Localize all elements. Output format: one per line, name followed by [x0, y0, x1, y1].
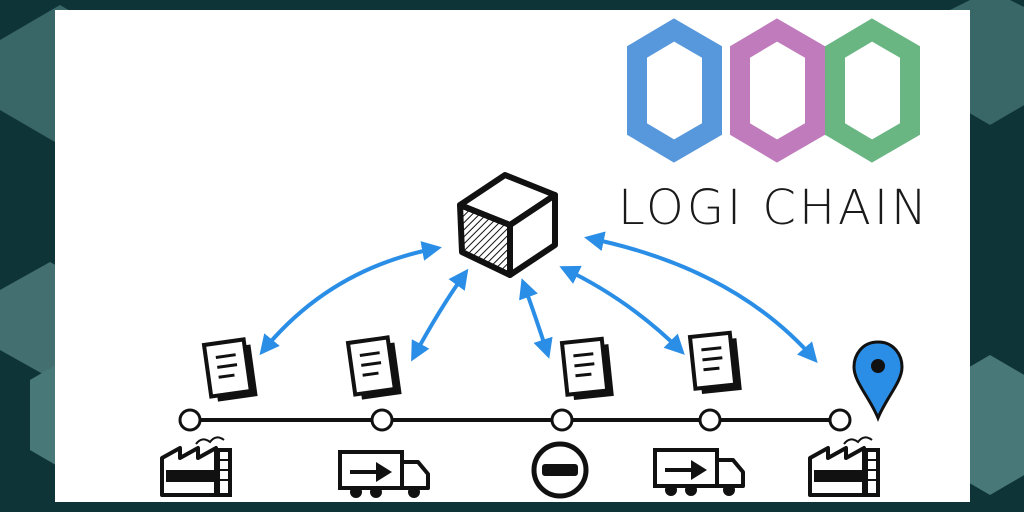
no-entry-icon — [531, 441, 589, 499]
document-icon — [345, 335, 402, 400]
brand-title: LOGI CHAIN — [618, 180, 930, 236]
factory-icon — [808, 436, 880, 497]
timeline-node — [370, 408, 394, 432]
logo-mark — [627, 18, 920, 163]
timeline-node — [698, 408, 722, 432]
document-icon — [559, 336, 614, 401]
factory-icon — [160, 436, 232, 497]
connection-arrows — [259, 231, 818, 364]
logo-hexagon-blue — [627, 18, 722, 163]
timeline-node — [178, 408, 202, 432]
logo-hexagon-green — [825, 18, 920, 163]
arrow-link-5 — [584, 231, 818, 364]
truck-icon — [338, 450, 430, 498]
location-pin-icon — [852, 340, 904, 423]
arrow-link-3 — [519, 278, 553, 359]
document-icon — [201, 337, 258, 402]
timeline — [178, 408, 852, 432]
timeline-node — [550, 408, 574, 432]
logo-hexagon-purple — [730, 18, 825, 163]
arrow-link-1 — [259, 241, 442, 356]
timeline-node — [828, 408, 852, 432]
truck-icon — [653, 448, 745, 496]
arrow-link-2 — [411, 268, 469, 362]
document-icon — [687, 330, 742, 395]
block-cube-icon — [457, 172, 558, 278]
